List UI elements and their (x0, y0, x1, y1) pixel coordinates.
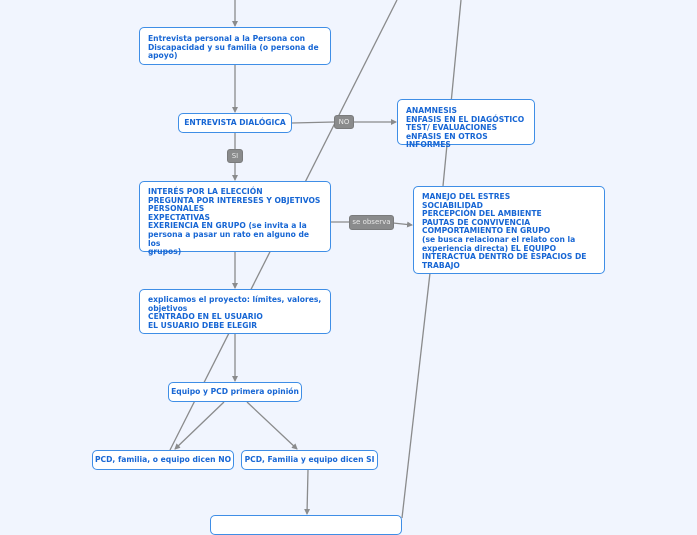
node-entrevista-dialogica[interactable]: ENTREVISTA DIALÓGICA (178, 113, 292, 133)
node-manejo[interactable]: MANEJO DEL ESTRES SOCIABILIDAD PERCEPCIÓ… (413, 186, 605, 274)
node-dicen-no[interactable]: PCD, familia, o equipo dicen NO (92, 450, 234, 470)
node-interes[interactable]: INTERÉS POR LA ELECCIÓN PREGUNTA POR INT… (139, 181, 331, 256)
edge-label-no: NO (334, 115, 354, 129)
edge-equipo-to-dicen-no (174, 401, 225, 450)
edge-dialogica-to-no (291, 121, 335, 124)
edge-diagonal-right-top (442, 0, 462, 187)
edge-diagonal-right-bottom (401, 272, 431, 519)
edge-equipo-to-dicen-si (246, 401, 298, 450)
node-entrevista-personal[interactable]: Entrevista personal a la Persona con Dis… (139, 27, 331, 65)
node-dicen-si[interactable]: PCD, Familia y equipo dicen SI (241, 450, 378, 470)
edge-label-si: SI (227, 149, 243, 163)
edge-seobserva-to-manejo (392, 221, 413, 228)
node-bottom-partial[interactable] (210, 515, 402, 535)
node-equipo-pcd[interactable]: Equipo y PCD primera opinión (168, 382, 302, 402)
edge-dicen-si-to-bottom (304, 469, 311, 515)
node-explicamos[interactable]: explicamos el proyecto: límites, valores… (139, 289, 331, 334)
node-anamnesis[interactable]: ANAMNESIS ENFASIS EN EL DIAGÓSTICO TEST/… (397, 99, 535, 149)
edge-label-se-observa: se observa (349, 215, 394, 230)
